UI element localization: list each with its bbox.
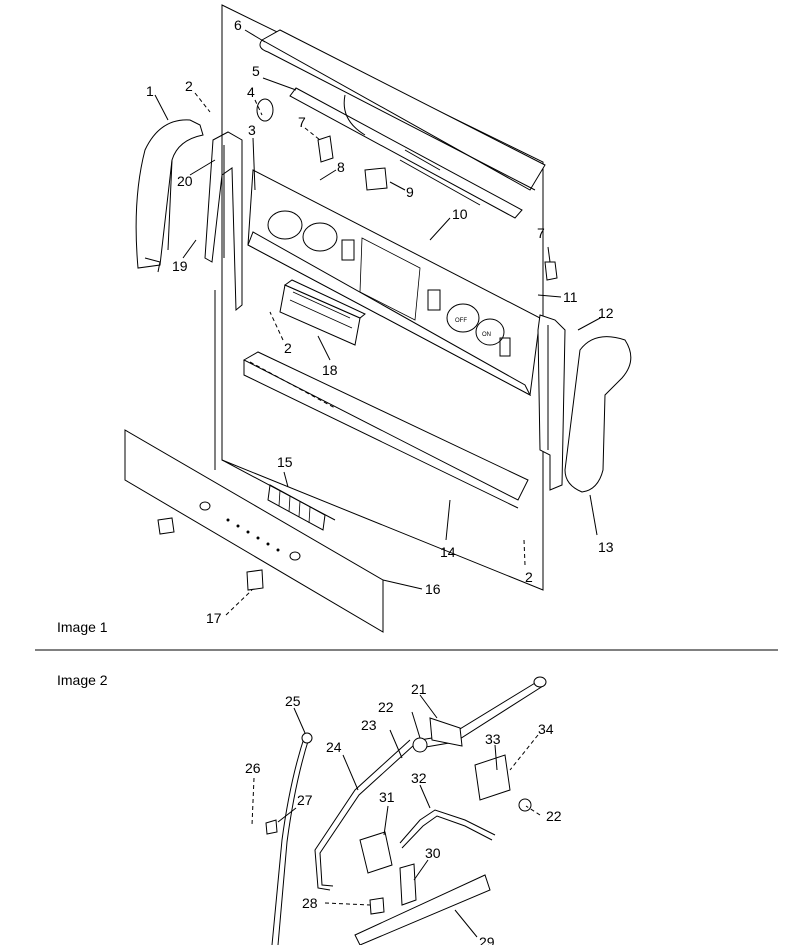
knob-text-left: OFF <box>455 318 467 324</box>
clip-27 <box>265 819 278 835</box>
nut-22-b <box>518 798 532 812</box>
callout-22: 22 <box>378 699 394 715</box>
callout-1: 1 <box>146 83 154 99</box>
caption-image-1: Image 1 <box>57 619 108 635</box>
callout-3: 3 <box>248 122 256 138</box>
callout-23: 23 <box>361 717 377 733</box>
clock-timer <box>279 279 366 346</box>
callout-15: 15 <box>277 454 293 470</box>
relay-component <box>364 167 388 191</box>
callout-19: 19 <box>172 258 188 274</box>
callout-21: 21 <box>411 681 427 697</box>
bracket-30 <box>399 863 417 906</box>
callout-11: 11 <box>563 289 578 305</box>
side-bracket-right <box>537 314 566 491</box>
knob-left <box>157 517 175 535</box>
nut-22 <box>412 737 428 753</box>
leader-lines-image-1 <box>154 29 603 616</box>
callout-24: 24 <box>326 739 342 755</box>
callout-22-second: 22 <box>546 808 562 824</box>
valve-31 <box>359 831 393 874</box>
callout-18: 18 <box>322 362 338 378</box>
fitting-28 <box>369 897 385 915</box>
tube-25 <box>271 734 306 945</box>
callout-7-second: 7 <box>537 225 545 241</box>
end-cap-left <box>135 119 204 273</box>
callout-10: 10 <box>452 206 468 222</box>
callout-2-third: 2 <box>525 569 533 585</box>
callout-30: 30 <box>425 845 441 861</box>
end-cap-right <box>564 336 632 493</box>
callout-2: 2 <box>185 78 193 94</box>
callout-2-second: 2 <box>284 340 292 356</box>
callout-29: 29 <box>479 934 495 945</box>
callout-8: 8 <box>337 159 345 175</box>
callout-20: 20 <box>177 173 193 189</box>
callout-13: 13 <box>598 539 614 555</box>
callout-28: 28 <box>302 895 318 911</box>
callout-27: 27 <box>297 792 313 808</box>
callout-17: 17 <box>206 610 222 626</box>
knob-17 <box>246 569 264 591</box>
mounting-clip <box>317 135 334 163</box>
callout-14: 14 <box>440 544 456 560</box>
side-bracket-left <box>204 131 243 312</box>
image-2-assembly: Image 2 <box>57 672 562 945</box>
callout-9: 9 <box>406 184 414 200</box>
callout-7: 7 <box>298 114 306 130</box>
callout-12: 12 <box>598 305 614 321</box>
lamp-socket <box>544 261 558 281</box>
tube-32 <box>399 809 496 844</box>
callout-32: 32 <box>411 770 427 786</box>
callout-6: 6 <box>234 17 242 33</box>
callout-26: 26 <box>245 760 261 776</box>
front-control-panel <box>124 429 384 633</box>
tube-24 <box>314 739 411 891</box>
image-1-assembly: OFF ON <box>57 4 632 635</box>
callout-4: 4 <box>247 84 255 100</box>
callout-5: 5 <box>252 63 260 79</box>
callout-16: 16 <box>425 581 441 597</box>
knob-text-right: ON <box>482 332 491 338</box>
callout-34: 34 <box>538 721 554 737</box>
control-panel: OFF ON <box>247 169 541 397</box>
callout-33: 33 <box>485 731 501 747</box>
manifold-panel <box>242 351 529 509</box>
manifold-29 <box>354 874 491 945</box>
callout-25: 25 <box>285 693 301 709</box>
caption-image-2: Image 2 <box>57 672 108 688</box>
bracket-33 <box>474 754 511 801</box>
lamp-bulb <box>256 98 274 122</box>
callout-31: 31 <box>379 789 395 805</box>
leader-lines-image-2 <box>251 694 541 938</box>
